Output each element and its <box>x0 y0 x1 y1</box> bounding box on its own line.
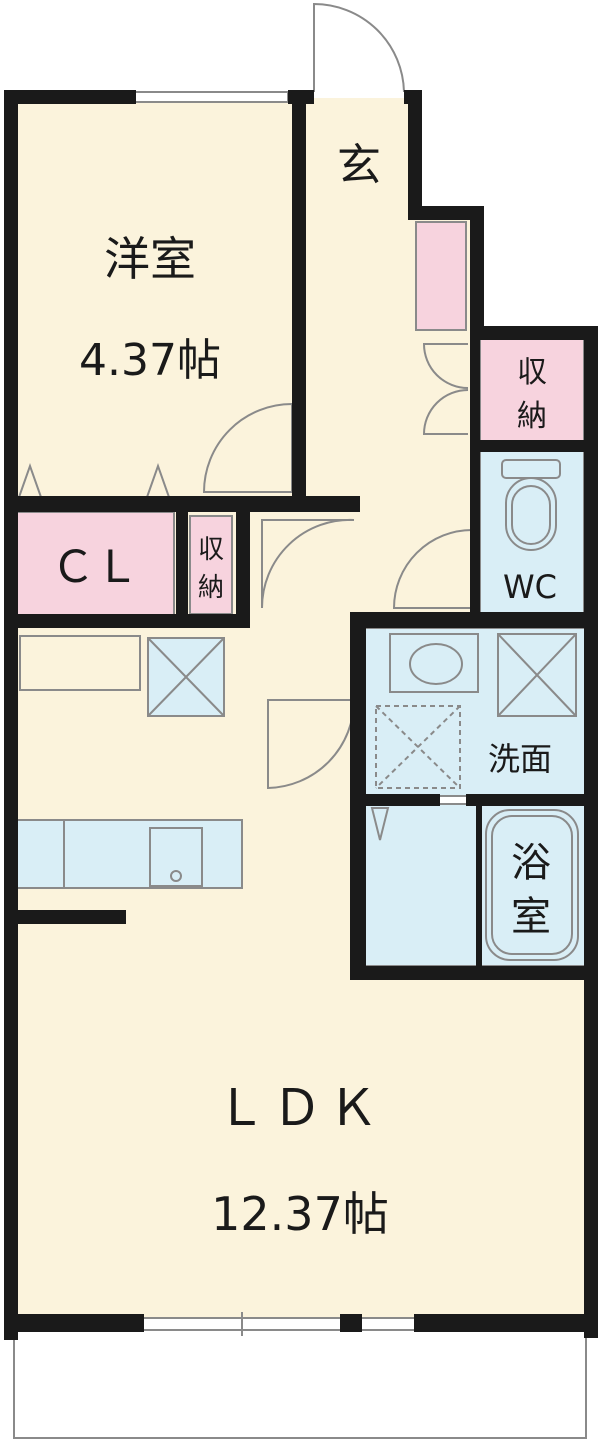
closet-door-left <box>17 462 43 501</box>
hall-door-swing <box>260 518 355 609</box>
western-room-area: 4.37帖 <box>79 335 221 386</box>
closet-area <box>15 511 175 617</box>
western-room-door-swing <box>202 403 293 493</box>
storage-door-swing-2 <box>422 389 469 435</box>
walls <box>4 90 598 1340</box>
vanity-counter <box>389 633 479 693</box>
storage-small-area <box>189 515 233 615</box>
bathtub-rim <box>491 815 573 955</box>
entrance-floor <box>306 98 414 216</box>
washer-space <box>497 633 577 717</box>
shelf-unit <box>19 635 141 691</box>
entrance-label: 玄 <box>337 140 381 191</box>
vanity-basin <box>409 643 463 685</box>
balcony-floor <box>13 1329 587 1439</box>
western-room-name: 洋室 <box>104 232 196 286</box>
north-window <box>133 91 289 103</box>
toilet-bowl <box>505 477 557 551</box>
storage-hall-label-1: 収 <box>517 355 547 390</box>
bathroom-label-1: 浴 <box>511 840 551 886</box>
storage-small-label-1: 収 <box>198 535 224 565</box>
toilet-door-swing <box>392 529 473 609</box>
storage-door-swing-1 <box>422 343 469 389</box>
ldk-area: 12.37帖 <box>211 1187 389 1241</box>
sink-drain <box>170 870 182 882</box>
kitchen-sink <box>149 827 203 887</box>
toilet-label: WC <box>503 568 557 606</box>
ldk-floor-lower <box>14 975 586 1325</box>
south-window-small <box>359 1317 417 1331</box>
toilet-seat <box>511 485 551 545</box>
washroom-area <box>363 627 587 797</box>
ldk-name: ＬＤＫ <box>216 1079 384 1137</box>
hall-storage-shelf <box>415 221 467 331</box>
kitchen-counter <box>15 819 243 889</box>
bathroom-label-2: 室 <box>511 894 551 940</box>
washroom-label: 洗面 <box>488 740 552 778</box>
bathroom-area <box>363 803 587 967</box>
storage-hall-label-2: 納 <box>517 399 547 434</box>
western-room-floor <box>14 98 298 506</box>
closet-label: ＣＬ <box>51 542 139 593</box>
storage-small-label-2: 納 <box>198 573 224 603</box>
shower-space <box>375 705 461 789</box>
bath-door-marker <box>370 807 390 841</box>
closet-door-right <box>145 462 171 501</box>
entrance-door-swing <box>313 2 405 93</box>
bathtub <box>485 809 579 961</box>
